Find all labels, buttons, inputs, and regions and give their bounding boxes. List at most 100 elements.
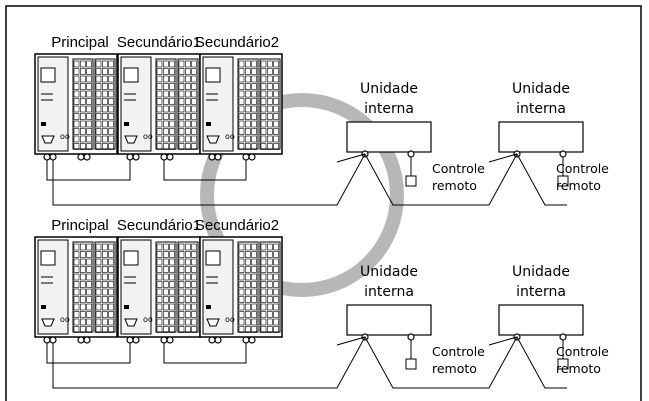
- grille-cell: [266, 143, 273, 150]
- grille-cell: [163, 135, 169, 143]
- grille-cell: [108, 75, 114, 83]
- grille-cell: [178, 273, 185, 281]
- grille-cell: [273, 83, 279, 90]
- grille-cell: [73, 105, 80, 113]
- grille-cell: [191, 120, 197, 128]
- indoor-unit-title: Unidade: [512, 81, 570, 97]
- grille-cell: [80, 113, 86, 120]
- terminal-icon: [166, 336, 174, 344]
- display-window-icon: [123, 67, 139, 83]
- grille-cell: [156, 311, 163, 318]
- grille-cell: [260, 105, 267, 113]
- grille-cell: [273, 288, 279, 296]
- grille-cell: [80, 120, 86, 128]
- grille-cell: [238, 120, 245, 128]
- grille-cell: [238, 258, 245, 266]
- grille-cell: [80, 281, 86, 288]
- grille-cell: [245, 135, 251, 143]
- grille-cell: [86, 303, 92, 311]
- grille-cell: [238, 303, 245, 311]
- grille-cell: [102, 135, 108, 143]
- grille-cell: [169, 105, 175, 113]
- grille-cell: [80, 288, 86, 296]
- grille-cell: [178, 128, 185, 135]
- grille-cell: [95, 60, 102, 68]
- indoor-unit-title: Unidade: [360, 264, 418, 280]
- grille-cell: [108, 90, 114, 98]
- grille-cell: [245, 318, 251, 326]
- grille-cell: [95, 281, 102, 288]
- grille-cell: [156, 288, 163, 296]
- grille-cell: [238, 75, 245, 83]
- grille-cell: [178, 296, 185, 303]
- grille-cell: [185, 281, 191, 288]
- grille-cell: [251, 318, 257, 326]
- grille-cell: [178, 68, 185, 75]
- grille-cell: [178, 288, 185, 296]
- grille-cell: [178, 90, 185, 98]
- grille-cell: [73, 281, 80, 288]
- grille-cell: [185, 243, 191, 251]
- indoor-unit-subtitle: interna: [516, 101, 566, 117]
- grille-cell: [102, 143, 108, 150]
- grille-cell: [238, 98, 245, 105]
- remote-control-label: remoto: [556, 361, 601, 376]
- terminal-icon: [559, 150, 567, 158]
- outdoor-unit: oo: [117, 53, 201, 161]
- grille-cell: [185, 318, 191, 326]
- valve-icon: [206, 318, 220, 327]
- grille-cell: [273, 266, 279, 273]
- oo-mark: oo: [60, 132, 70, 141]
- terminal-icon: [407, 150, 415, 158]
- grille-cell: [191, 128, 197, 135]
- grille-cell: [108, 281, 114, 288]
- grille-cell: [108, 243, 114, 251]
- grille-cell: [169, 273, 175, 281]
- grille-cell: [251, 60, 257, 68]
- grille-cell: [102, 311, 108, 318]
- grille-cell: [185, 113, 191, 120]
- grille-cell: [102, 120, 108, 128]
- terminal-icon: [83, 336, 91, 344]
- grille-cell: [266, 258, 273, 266]
- grille-cell: [163, 105, 169, 113]
- grille-cell: [73, 311, 80, 318]
- fan-grille: [177, 58, 199, 150]
- grille-cell: [260, 68, 267, 75]
- grille-cell: [260, 98, 267, 105]
- grille-cell: [86, 75, 92, 83]
- terminal-icon: [77, 336, 85, 344]
- grille-cell: [95, 68, 102, 75]
- fan-grille: [72, 241, 94, 333]
- grille-cell: [169, 83, 175, 90]
- grille-cell: [245, 90, 251, 98]
- terminal-icon: [160, 336, 168, 344]
- watermark-ring: [200, 93, 404, 297]
- grille-cell: [169, 251, 175, 258]
- grille-cell: [86, 120, 92, 128]
- grille-cell: [251, 273, 257, 281]
- grille-cell: [245, 303, 251, 311]
- grille-cell: [178, 281, 185, 288]
- grille-cell: [238, 326, 245, 333]
- grille-cell: [86, 311, 92, 318]
- indoor-unit: [346, 121, 432, 187]
- oo-mark: oo: [225, 315, 235, 324]
- remote-control-icon: [405, 358, 417, 370]
- grille-cell: [169, 258, 175, 266]
- grille-cell: [260, 266, 267, 273]
- grille-cell: [102, 303, 108, 311]
- fan-grille: [237, 58, 259, 150]
- grille-cell: [95, 143, 102, 150]
- grille-cell: [108, 266, 114, 273]
- grille-cell: [178, 135, 185, 143]
- grille-cell: [266, 113, 273, 120]
- grille-cell: [185, 60, 191, 68]
- terminal-icon: [126, 336, 134, 344]
- indoor-unit-box: [498, 121, 584, 153]
- valve-icon: [206, 135, 220, 144]
- grille-cell: [169, 296, 175, 303]
- remote-control-label: Controle: [432, 161, 485, 176]
- terminal-icon: [559, 333, 567, 341]
- grille-cell: [191, 60, 197, 68]
